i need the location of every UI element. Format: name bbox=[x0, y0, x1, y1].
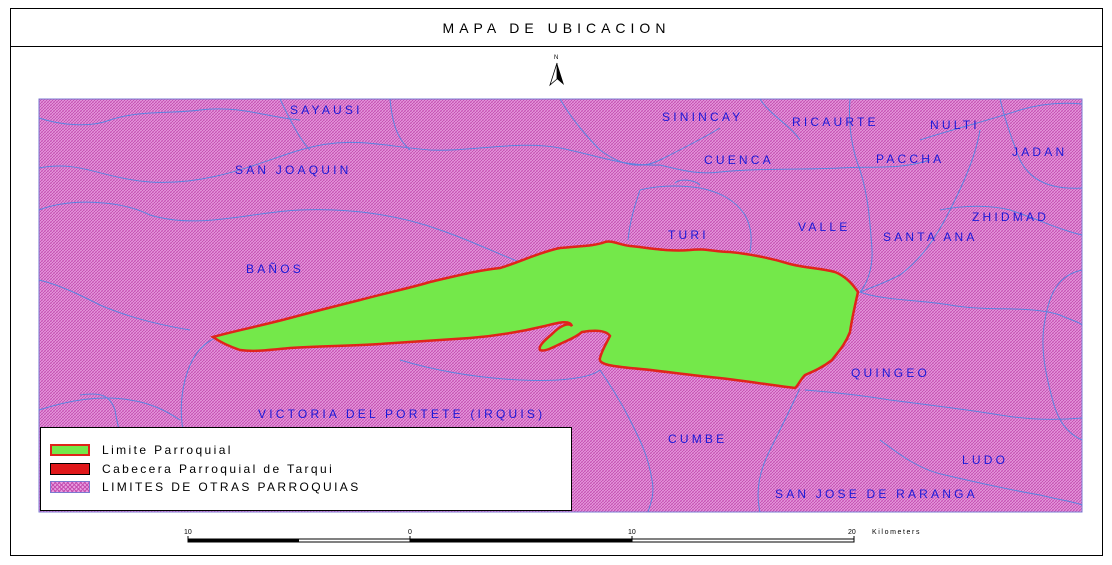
legend-item-otras-parroquias: LIMITES DE OTRAS PARROQUIAS bbox=[50, 479, 361, 495]
place-label-san-jose-de-raranga: SAN JOSE DE RARANGA bbox=[775, 487, 978, 501]
place-label-sinincay: SININCAY bbox=[662, 110, 743, 124]
parish-boundaries bbox=[38, 98, 1083, 513]
place-label-san-joaquin: SAN JOAQUIN bbox=[235, 163, 352, 177]
scale-unit-label: Kilometers bbox=[872, 529, 922, 536]
scale-tick-label: 0 bbox=[408, 529, 412, 536]
map-title: MAPA DE UBICACION bbox=[442, 20, 671, 36]
legend-swatch-otras-parroquias bbox=[50, 481, 90, 493]
legend-label: Cabecera Parroquial de Tarqui bbox=[102, 462, 335, 476]
place-label-victoria-del-portete: VICTORIA DEL PORTETE (IRQUIS) bbox=[258, 407, 545, 421]
place-label-santa-ana: SANTA ANA bbox=[883, 230, 978, 244]
place-label-valle: VALLE bbox=[798, 220, 850, 234]
place-label-turi: TURI bbox=[668, 228, 709, 242]
place-labels: SAYAUSI SININCAY RICAURTE NULTI JADAN SA… bbox=[235, 103, 1067, 501]
place-label-paccha: PACCHA bbox=[876, 152, 944, 166]
parroquia-tarqui-polygon[interactable] bbox=[210, 240, 860, 390]
title-band: MAPA DE UBICACION bbox=[11, 9, 1102, 47]
scale-bar: 10 0 10 20 Kilometers bbox=[184, 529, 919, 546]
place-label-nulti: NULTI bbox=[930, 118, 980, 132]
legend-swatch-cabecera-parroquial bbox=[50, 463, 90, 475]
place-label-jadan: JADAN bbox=[1012, 145, 1067, 159]
legend-swatch-limite-parroquial bbox=[50, 444, 90, 456]
place-label-cumbe: CUMBE bbox=[668, 432, 727, 446]
scale-tick-label: 10 bbox=[628, 529, 636, 536]
legend-item-limite-parroquial: Limite Parroquial bbox=[50, 442, 233, 458]
scale-tick-label: 10 bbox=[184, 529, 192, 536]
north-arrow-icon bbox=[549, 62, 564, 87]
place-label-ludo: LUDO bbox=[962, 453, 1008, 467]
north-arrow-label: N bbox=[554, 55, 559, 61]
scale-bar-graphic bbox=[187, 536, 855, 543]
place-label-sayausi: SAYAUSI bbox=[290, 103, 363, 117]
legend-label: LIMITES DE OTRAS PARROQUIAS bbox=[102, 480, 361, 494]
scale-tick-label: 20 bbox=[848, 529, 856, 536]
place-label-ricaurte: RICAURTE bbox=[792, 115, 879, 129]
place-label-quingeo: QUINGEO bbox=[851, 366, 930, 380]
place-label-cuenca: CUENCA bbox=[704, 153, 774, 167]
legend: Limite Parroquial Cabecera Parroquial de… bbox=[40, 427, 572, 511]
legend-label: Limite Parroquial bbox=[102, 443, 233, 457]
legend-item-cabecera-parroquial: Cabecera Parroquial de Tarqui bbox=[50, 461, 334, 477]
north-arrow: N bbox=[547, 55, 567, 89]
place-label-zhidmad: ZHIDMAD bbox=[972, 210, 1049, 224]
place-label-banos: BAÑOS bbox=[246, 262, 304, 276]
